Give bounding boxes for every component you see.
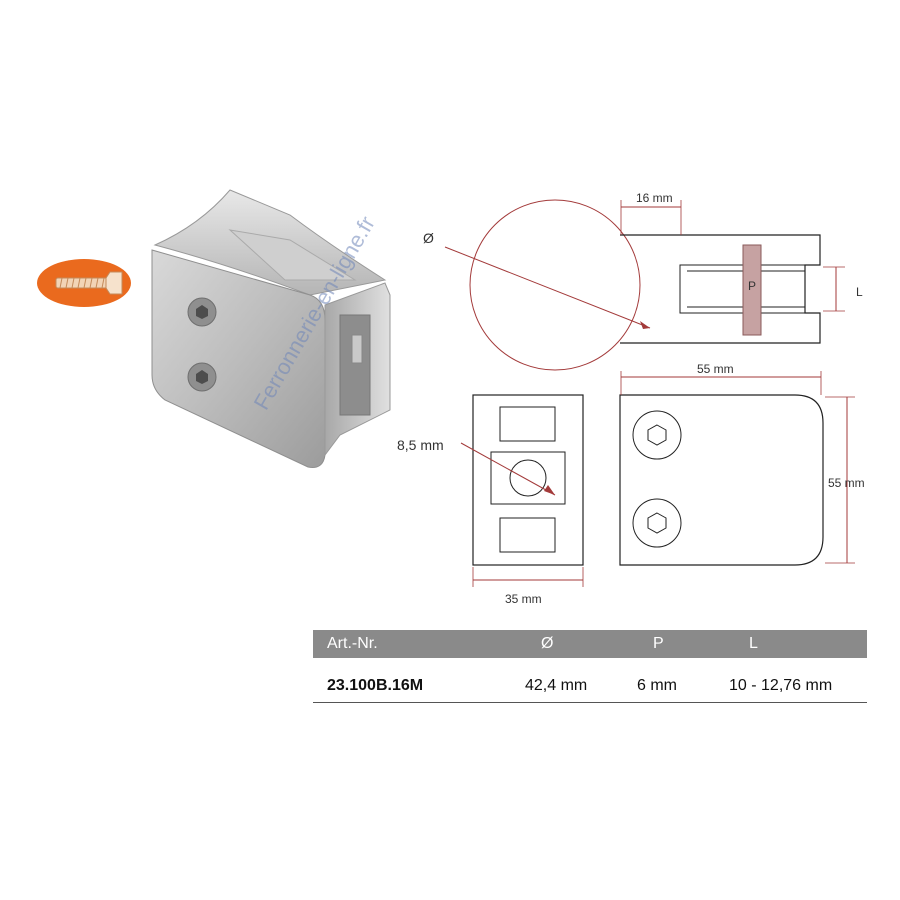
header-diameter: Ø	[541, 635, 554, 652]
gap-label: L	[856, 285, 863, 299]
p-cell: 6 mm	[637, 677, 677, 694]
screw-icon	[55, 271, 123, 295]
header-art-nr: Art.-Nr.	[327, 635, 378, 652]
spec-table-header: Art.-Nr. Ø P L	[313, 630, 867, 658]
table-row: 23.100B.16M 42,4 mm 6 mm 10 - 12,76 mm	[313, 672, 867, 703]
height-55-label: 55 mm	[828, 476, 865, 490]
technical-drawing	[395, 185, 885, 615]
width-55-label: 55 mm	[697, 362, 734, 376]
l-cell: 10 - 12,76 mm	[729, 677, 833, 694]
base-width-label: 35 mm	[505, 592, 542, 606]
bolt-icon	[187, 297, 217, 327]
screw-badge	[36, 258, 132, 308]
diameter-cell: 42,4 mm	[525, 677, 588, 694]
bolt-icon	[187, 362, 217, 392]
art-nr-cell: 23.100B.16M	[327, 677, 424, 694]
glass-label: P	[748, 279, 757, 293]
top-width-label: 16 mm	[636, 191, 673, 205]
diameter-label: Ø	[423, 230, 434, 246]
hole-label: 8,5 mm	[397, 437, 444, 453]
header-l: L	[749, 635, 758, 652]
header-p: P	[653, 635, 664, 652]
product-image	[140, 185, 400, 475]
